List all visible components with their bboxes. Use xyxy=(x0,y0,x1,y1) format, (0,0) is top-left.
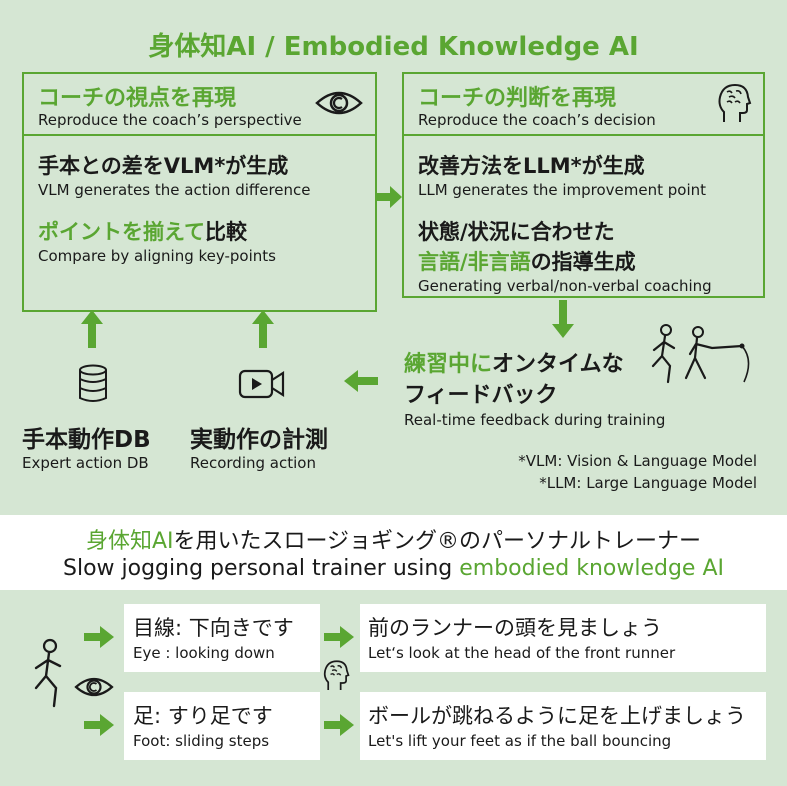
foot-status-jp: 足: すり足です xyxy=(133,704,273,728)
middle-jp-black: を用いたスロージョギング®のパーソナルトレーナー xyxy=(173,529,702,554)
perspective-item1-jp: 手本との差をVLM*が生成 xyxy=(38,154,289,178)
arrow-right-icon xyxy=(84,714,114,736)
foot-status-en: Foot: sliding steps xyxy=(133,732,270,750)
eye-advice-jp: 前のランナーの頭を見ましょう xyxy=(368,616,662,640)
middle-en-black: Slow jogging personal trainer using xyxy=(63,556,460,581)
eye-advice-en: Let‘s look at the head of the front runn… xyxy=(368,644,676,662)
foot-advice-jp: ボールが跳ねるように足を上げましょう xyxy=(368,704,746,728)
decision-item2-jp-green: 言語/非言語 xyxy=(418,250,531,274)
eye-status-jp: 目線: 下向きです xyxy=(133,616,294,640)
eye-advice-box: 前のランナーの頭を見ましょう Let‘s look at the head of… xyxy=(360,604,766,672)
video-camera-icon xyxy=(238,369,285,399)
arrow-right-icon xyxy=(376,186,402,208)
foot-advice-en: Let's lift your feet as if the ball boun… xyxy=(368,732,672,750)
brain-head-icon xyxy=(323,660,350,690)
middle-jp: 身体知AIを用いたスロージョギング®のパーソナルトレーナー xyxy=(0,523,787,555)
middle-en: Slow jogging personal trainer using embo… xyxy=(0,556,787,581)
decision-item1-en: LLM generates the improvement point xyxy=(418,181,707,199)
expert-db-en: Expert action DB xyxy=(22,454,149,472)
database-icon xyxy=(79,364,107,402)
arrow-up-icon xyxy=(81,310,103,348)
decision-item1-jp: 改善方法をLLM*が生成 xyxy=(418,154,645,178)
middle-en-green: embodied knowledge AI xyxy=(459,556,724,581)
eye-status-box: 目線: 下向きです Eye : looking down xyxy=(124,604,320,672)
feedback-jp-line2: フィードバック xyxy=(404,383,558,408)
decision-box: コーチの判断を再現 Reproduce the coach’s decision… xyxy=(402,72,765,298)
foot-status-box: 足: すり足です Foot: sliding steps xyxy=(124,692,320,760)
arrow-right-icon xyxy=(324,714,354,736)
decision-box-header: コーチの判断を再現 Reproduce the coach’s decision xyxy=(404,74,763,136)
perspective-item2-jp-green: ポイントを揃えて xyxy=(38,220,205,244)
foot-advice-box: ボールが跳ねるように足を上げましょう Let's lift your feet … xyxy=(360,692,766,760)
arrow-left-icon xyxy=(344,370,378,392)
perspective-box: コーチの視点を再現 Reproduce the coach’s perspect… xyxy=(22,72,377,312)
perspective-item1-en: VLM generates the action difference xyxy=(38,181,311,199)
decision-item2-en: Generating verbal/non-verbal coaching xyxy=(418,277,712,295)
decision-item2-jp-black: の指導生成 xyxy=(530,250,636,274)
middle-jp-green: 身体知AI xyxy=(85,529,174,554)
feedback-jp-line1: 練習中にオンタイムな xyxy=(404,346,624,378)
brain-head-icon xyxy=(718,83,752,122)
perspective-head-jp: コーチの視点を再現 xyxy=(38,86,237,111)
arrow-up-icon xyxy=(252,310,274,348)
expert-db-jp: 手本動作DB xyxy=(22,427,151,453)
perspective-head-en: Reproduce the coach’s perspective xyxy=(38,111,302,129)
coach-runner-icon xyxy=(651,324,750,384)
decision-item2-jp-line1: 状態/状況に合わせた xyxy=(418,220,615,244)
recording-en: Recording action xyxy=(190,454,316,472)
perspective-item2-jp: ポイントを揃えて比較 xyxy=(38,216,247,246)
decision-head-en: Reproduce the coach’s decision xyxy=(418,111,656,129)
eye-icon xyxy=(74,677,114,697)
eye-icon xyxy=(315,91,363,115)
recording-jp: 実動作の計測 xyxy=(190,427,328,453)
decision-item2-jp-line2: 言語/非言語の指導生成 xyxy=(418,246,636,276)
page-title: 身体知AI / Embodied Knowledge AI xyxy=(148,32,639,62)
perspective-box-header: コーチの視点を再現 Reproduce the coach’s perspect… xyxy=(24,74,375,136)
vlm-note: *VLM: Vision & Language Model xyxy=(518,452,757,470)
arrow-right-icon xyxy=(324,626,354,648)
decision-head-jp: コーチの判断を再現 xyxy=(418,86,617,111)
arrow-right-icon xyxy=(84,626,114,648)
eye-status-en: Eye : looking down xyxy=(133,644,275,662)
feedback-jp-green: 練習中に xyxy=(404,352,493,377)
perspective-item2-en: Compare by aligning key-points xyxy=(38,247,276,265)
llm-note: *LLM: Large Language Model xyxy=(539,474,757,492)
feedback-en: Real-time feedback during training xyxy=(404,411,666,429)
arrow-down-icon xyxy=(552,300,574,338)
feedback-jp-black: オンタイムな xyxy=(492,352,624,377)
perspective-item2-jp-black: 比較 xyxy=(204,220,247,244)
runner-icon xyxy=(34,638,62,708)
